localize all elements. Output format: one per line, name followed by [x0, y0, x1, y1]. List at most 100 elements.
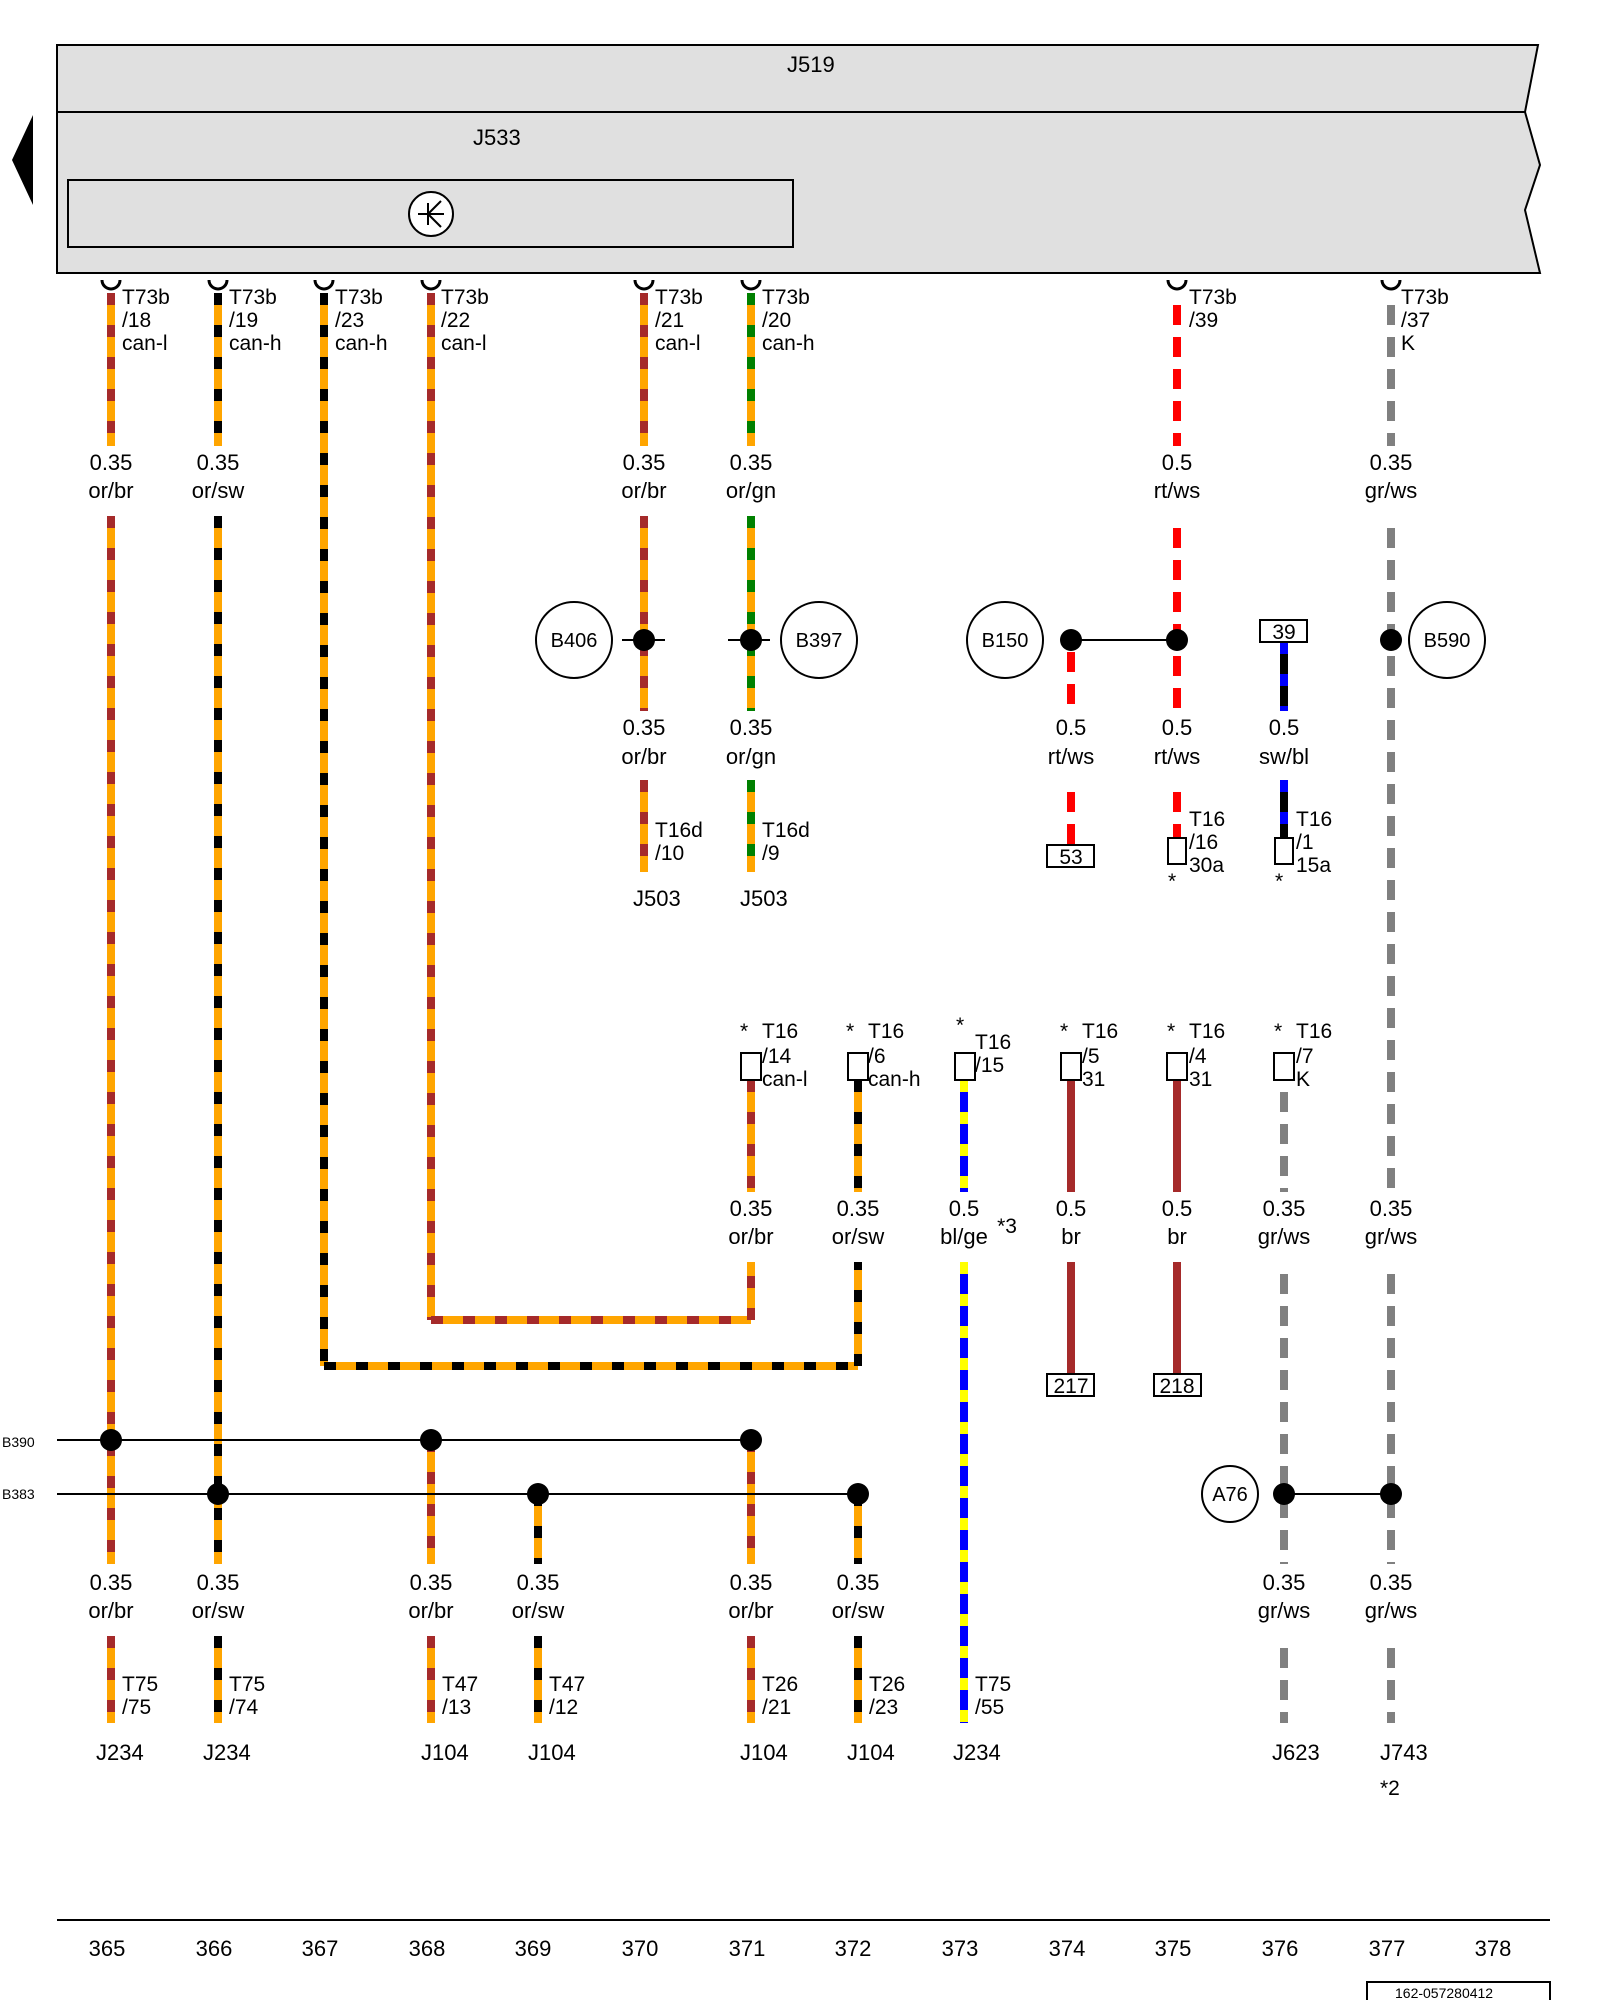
- diagram-text: 0.35: [517, 1570, 560, 1595]
- splice-labels-upper: B406 B397 B150 B590 A76: [535, 601, 1486, 1523]
- diagram-text: /75: [122, 1696, 151, 1719]
- splice-label: A76: [1212, 1484, 1248, 1506]
- diagram-text: 0.35: [90, 1570, 133, 1595]
- pin-number: /19: [229, 309, 258, 332]
- pin-terminal: [633, 279, 655, 291]
- conn-pin: /16: [1189, 831, 1218, 854]
- ref-boxes: 39 53 217 218: [1046, 619, 1308, 1398]
- pin-terminal: [207, 279, 229, 291]
- diag-pin-7: *T16/7K: [1273, 1020, 1332, 1091]
- diagram-text: gr/ws: [1365, 1598, 1418, 1623]
- pin-terminal: [1166, 279, 1188, 291]
- pin-number: /23: [335, 309, 364, 332]
- pin-conn: T73b: [1189, 286, 1237, 309]
- diagram-text: 371: [729, 1936, 766, 1961]
- wire-size: 0.35: [197, 450, 240, 475]
- pin-terminal: [1380, 279, 1402, 291]
- component-j104: J104: [740, 1740, 788, 1765]
- pin-number: /39: [1189, 309, 1218, 332]
- conn-label: T16: [1189, 808, 1225, 831]
- splice-dot: [527, 1483, 549, 1505]
- diagram-text: or/sw: [832, 1224, 885, 1249]
- splice-bubble: [780, 601, 858, 679]
- pin-terminal: [100, 279, 122, 291]
- diagram-text: T16: [1082, 1020, 1118, 1043]
- diagram-text: 365: [89, 1936, 126, 1961]
- wires-layer: [57, 112, 1402, 1723]
- wire-color: rt/ws: [1154, 744, 1200, 769]
- conn-label: T16d: [655, 819, 703, 842]
- component-j503: J503: [740, 886, 788, 911]
- splice-dot: [1166, 629, 1188, 651]
- splice-dot: [100, 1429, 122, 1451]
- pin-signal: can-l: [441, 332, 487, 355]
- t16-upper: T16 /16 30a * T16 /1 15a *: [1167, 808, 1332, 893]
- component-j104: J104: [847, 1740, 895, 1765]
- pin-label-37: T73b/37K: [1401, 286, 1449, 355]
- diagram-text: bl/ge: [940, 1224, 988, 1249]
- pin-conn: T73b: [229, 286, 277, 309]
- diagram-text: gr/ws: [1258, 1224, 1311, 1249]
- diagram-text: /74: [229, 1696, 259, 1719]
- splice-label: B590: [1424, 630, 1471, 652]
- splice-dot: [740, 629, 762, 651]
- wire-size: 0.5: [1162, 450, 1193, 475]
- diagram-text: T26: [869, 1673, 905, 1696]
- conn-pin: /9: [762, 842, 780, 865]
- diagram-text: /4: [1189, 1045, 1207, 1068]
- column-numbers: 365 366 367 368 369 370 371 372 373 374 …: [89, 1936, 1512, 1961]
- diagram-text: 0.35: [1263, 1570, 1306, 1595]
- j503-connectors: T16d /10 J503 T16d /9 J503: [633, 819, 810, 911]
- conn-star: *: [1168, 870, 1176, 893]
- doc-id: 162-057280412: [1395, 1985, 1493, 2000]
- diag-pin-4: *T16/431: [1166, 1020, 1225, 1091]
- wire-size: 0.35: [1370, 450, 1413, 475]
- diagram-text: T75: [122, 1673, 158, 1696]
- splice-label: B406: [551, 630, 598, 652]
- wire-color: or/br: [621, 744, 666, 769]
- module-j519-label: J519: [787, 52, 835, 77]
- diagram-text: K: [1296, 1068, 1310, 1091]
- pin-number: /20: [762, 309, 791, 332]
- bus-label-b390: B390: [2, 1434, 35, 1450]
- diagram-text: T16: [762, 1020, 798, 1043]
- conn-star: *: [1275, 870, 1283, 893]
- diagram-text: 375: [1155, 1936, 1192, 1961]
- diagram-text: *: [956, 1014, 964, 1037]
- pin-conn: T73b: [762, 286, 810, 309]
- diagram-text: or/sw: [512, 1598, 565, 1623]
- wire-size: 0.35: [90, 450, 133, 475]
- wire-size: 0.35: [623, 450, 666, 475]
- pin-number: /18: [122, 309, 151, 332]
- diagram-text: 378: [1475, 1936, 1512, 1961]
- diagram-text: 367: [302, 1936, 339, 1961]
- wire-color: rt/ws: [1048, 744, 1094, 769]
- diagram-text: 0.5: [1056, 1196, 1087, 1221]
- wire-color: gr/ws: [1365, 478, 1418, 503]
- splice-dot: [1380, 629, 1402, 651]
- pin-conn: T73b: [655, 286, 703, 309]
- left-arrow-icon: [12, 115, 33, 205]
- ground-icon: [408, 191, 454, 237]
- diagram-text: 366: [196, 1936, 233, 1961]
- pin-conn: T73b: [122, 286, 170, 309]
- component-j623: J623: [1272, 1740, 1320, 1765]
- diagram-text: T47: [442, 1673, 478, 1696]
- diagram-text: can-l: [762, 1068, 808, 1091]
- pin-signal: can-h: [335, 332, 388, 355]
- splice-bubble: [535, 601, 613, 679]
- diagram-text: *: [1274, 1020, 1282, 1043]
- pin-terminal: [740, 279, 762, 291]
- component-j234: J234: [203, 1740, 251, 1765]
- wire-color: or/br: [88, 478, 133, 503]
- splice-bubble: [1201, 1465, 1259, 1523]
- diagram-text: 373: [942, 1936, 979, 1961]
